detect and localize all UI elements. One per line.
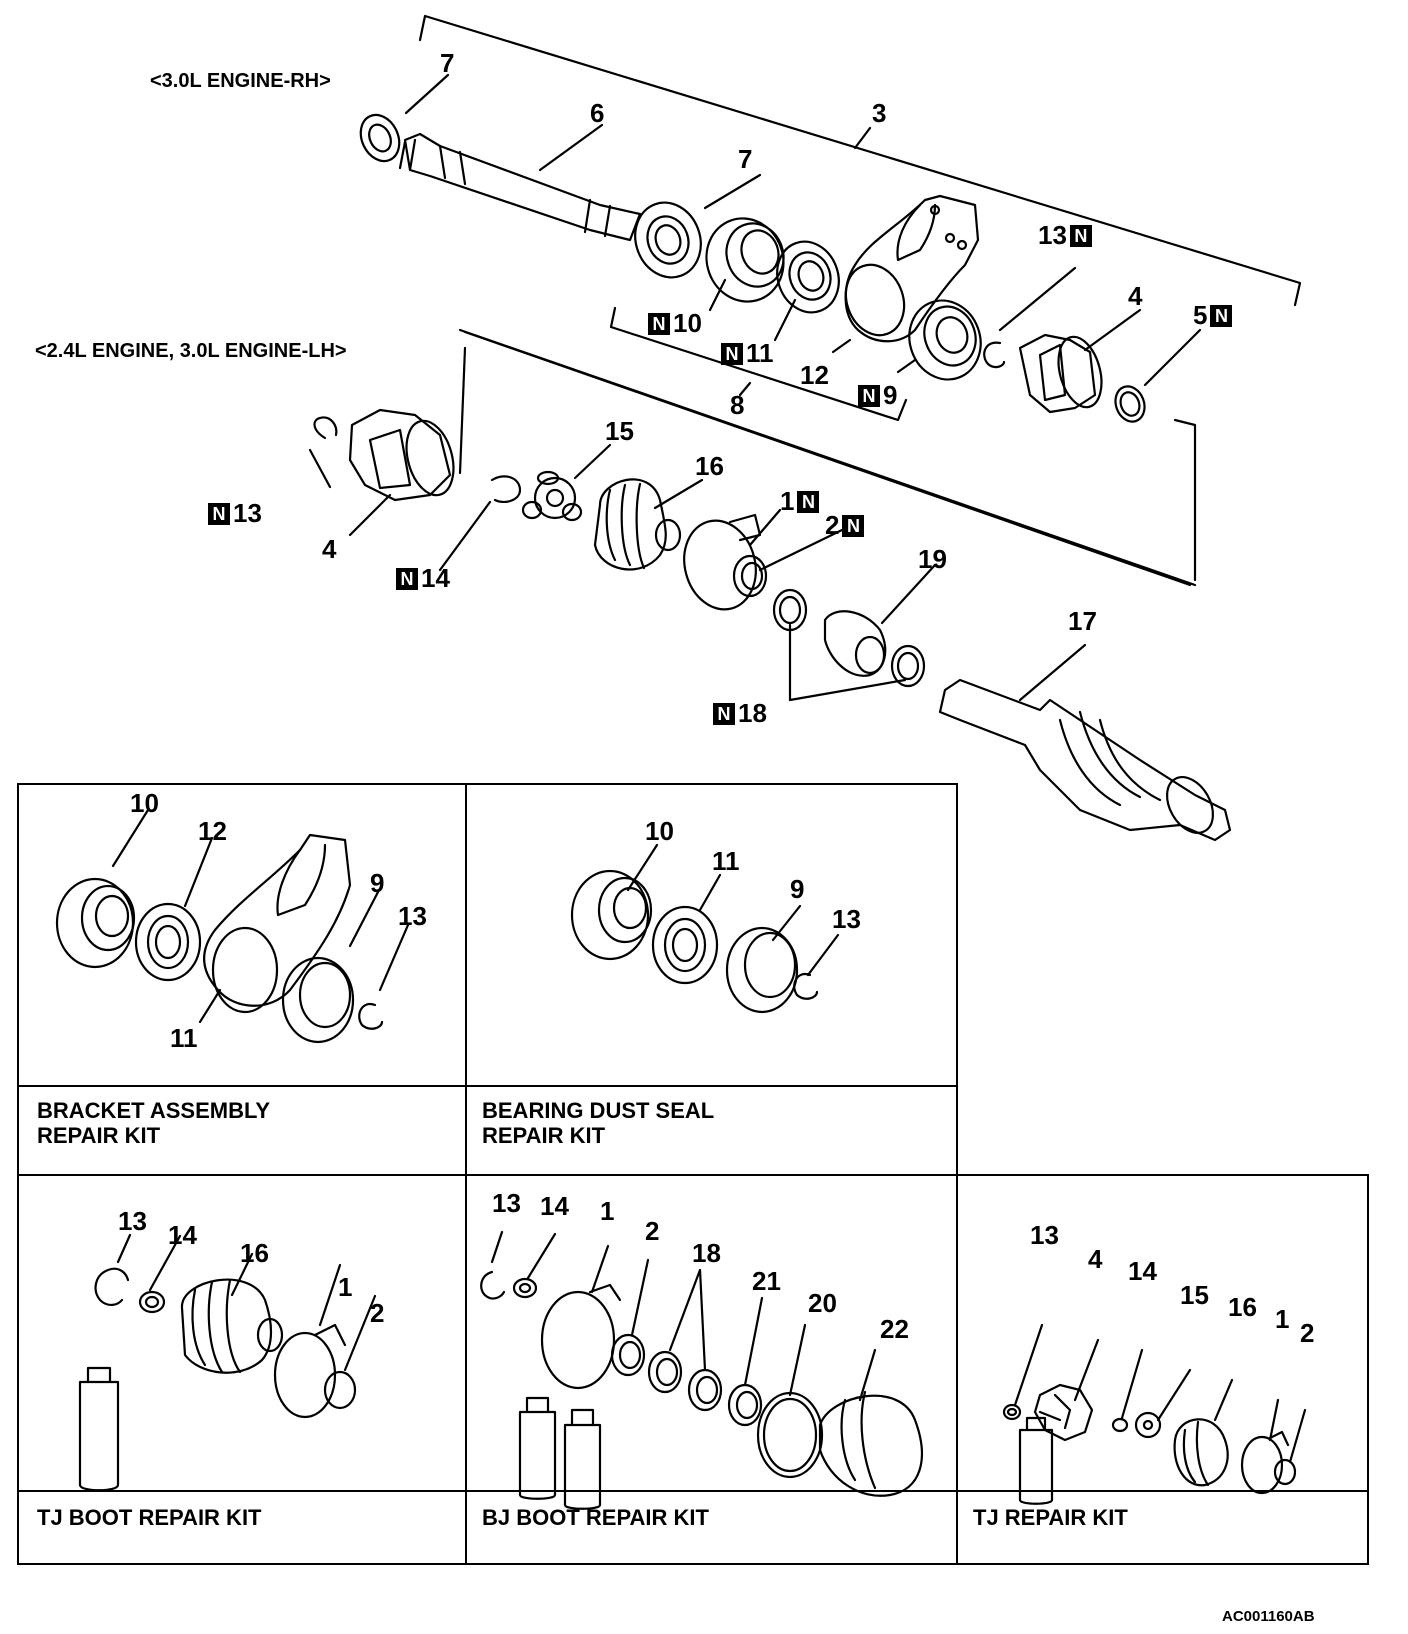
kit5-callout-14: 14 (1128, 1256, 1157, 1286)
kit3-callout-13: 13 (118, 1206, 147, 1236)
boot-band-2-lower (732, 554, 768, 598)
kit4-callout-22: 22 (880, 1314, 909, 1344)
kit5-callout-13: 13 (1030, 1220, 1059, 1250)
heading-3-0l-rh: <3.0L ENGINE-RH> (150, 70, 331, 92)
callout-19: 19 (918, 544, 947, 574)
tj-boot-16 (593, 478, 682, 571)
callout-6: 6 (590, 98, 605, 128)
kit3-callout-1: 1 (338, 1272, 353, 1302)
callout-7-left: 7 (440, 48, 455, 78)
assembly-bracket-8 (609, 306, 908, 422)
callout-15: 15 (605, 416, 634, 446)
kit1-callout-10: 10 (130, 788, 159, 818)
seal-7-left (359, 113, 401, 163)
outer-housing-4-lower (348, 408, 455, 502)
kit5-callout-4: 4 (1088, 1244, 1103, 1274)
kit4-callout-2: 2 (645, 1216, 660, 1246)
kit3-callout-14: 14 (168, 1220, 197, 1250)
dust-seal-10 (705, 217, 785, 303)
panel-tj-repair (956, 1174, 1369, 1565)
bj-boot-19 (823, 610, 887, 677)
callout-16: 16 (695, 451, 724, 481)
kit5-callout-15: 15 (1180, 1280, 1209, 1310)
kit5-callout-16: 16 (1228, 1292, 1257, 1322)
drive-shaft-17 (938, 678, 1232, 842)
figure-code: AC001160AB (1222, 1608, 1315, 1625)
kit-illustration-bracket-assembly (55, 808, 410, 1044)
kit5-callout-1: 1 (1275, 1304, 1290, 1334)
panel-divider-lower (17, 1490, 1369, 1492)
spider-assembly-15 (521, 470, 583, 522)
kit4-callout-18: 18 (692, 1238, 721, 1268)
kit-illustration-tj-boot (78, 1233, 377, 1492)
callout-8: 8 (730, 390, 745, 420)
boot-band-1-lower (683, 513, 762, 611)
seal-7-right (634, 201, 702, 279)
bearing-11 (776, 240, 840, 314)
callout-17: 17 (1068, 606, 1097, 636)
kit3-callout-2: 2 (370, 1298, 385, 1328)
snap-ring-13-lower (313, 416, 338, 440)
seal-9-upper (908, 299, 982, 381)
kit2-callout-10: 10 (645, 816, 674, 846)
kit2-callout-11: 11 (712, 846, 740, 876)
assembly-bracket-3 (418, 14, 1302, 307)
callout-4-upper: 4 (1128, 281, 1143, 311)
kit4-callout-21: 21 (752, 1266, 781, 1296)
kit1-callout-13: 13 (398, 901, 427, 931)
kit-name-bj-boot: BJ BOOT REPAIR KIT (482, 1505, 709, 1530)
kit-name-tj-repair: TJ REPAIR KIT (973, 1505, 1128, 1530)
kit-illustration-bj-boot (480, 1230, 923, 1510)
kit2-callout-9: 9 (790, 874, 805, 904)
heading-2-4l-lh: <2.4L ENGINE, 3.0L ENGINE-LH> (35, 340, 347, 362)
kit4-callout-1: 1 (600, 1196, 615, 1226)
kit-name-tj-boot: TJ BOOT REPAIR KIT (37, 1505, 262, 1530)
callout-12-upper: 12 (800, 360, 829, 390)
kit1-callout-9: 9 (370, 868, 385, 898)
kit3-callout-16: 16 (240, 1238, 269, 1268)
ring-5 (1114, 385, 1146, 423)
kit1-callout-11: 11 (170, 1023, 198, 1053)
callout-3: 3 (872, 98, 887, 128)
kit2-callout-13: 13 (832, 904, 861, 934)
kit-illustration-tj-repair (1002, 1323, 1307, 1505)
snap-ring-14 (490, 475, 522, 504)
kit4-callout-14: 14 (540, 1191, 569, 1221)
boot-band-18-right (890, 644, 926, 688)
kit-illustration-bearing-dust-seal (570, 843, 840, 1014)
snap-ring-13-upper (983, 341, 1006, 369)
kit5-callout-2: 2 (1300, 1318, 1315, 1348)
callout-4-lower: 4 (322, 534, 337, 564)
kit4-callout-13: 13 (492, 1188, 521, 1218)
bracket-12 (844, 194, 980, 343)
panel-divider-upper (17, 1085, 958, 1087)
kit4-callout-20: 20 (808, 1288, 837, 1318)
kit1-callout-12: 12 (198, 816, 227, 846)
outer-housing-4-upper (1018, 333, 1103, 414)
housing-bracket-lower (458, 328, 1197, 587)
inner-shaft-6 (398, 132, 642, 242)
callout-7-right: 7 (738, 144, 753, 174)
